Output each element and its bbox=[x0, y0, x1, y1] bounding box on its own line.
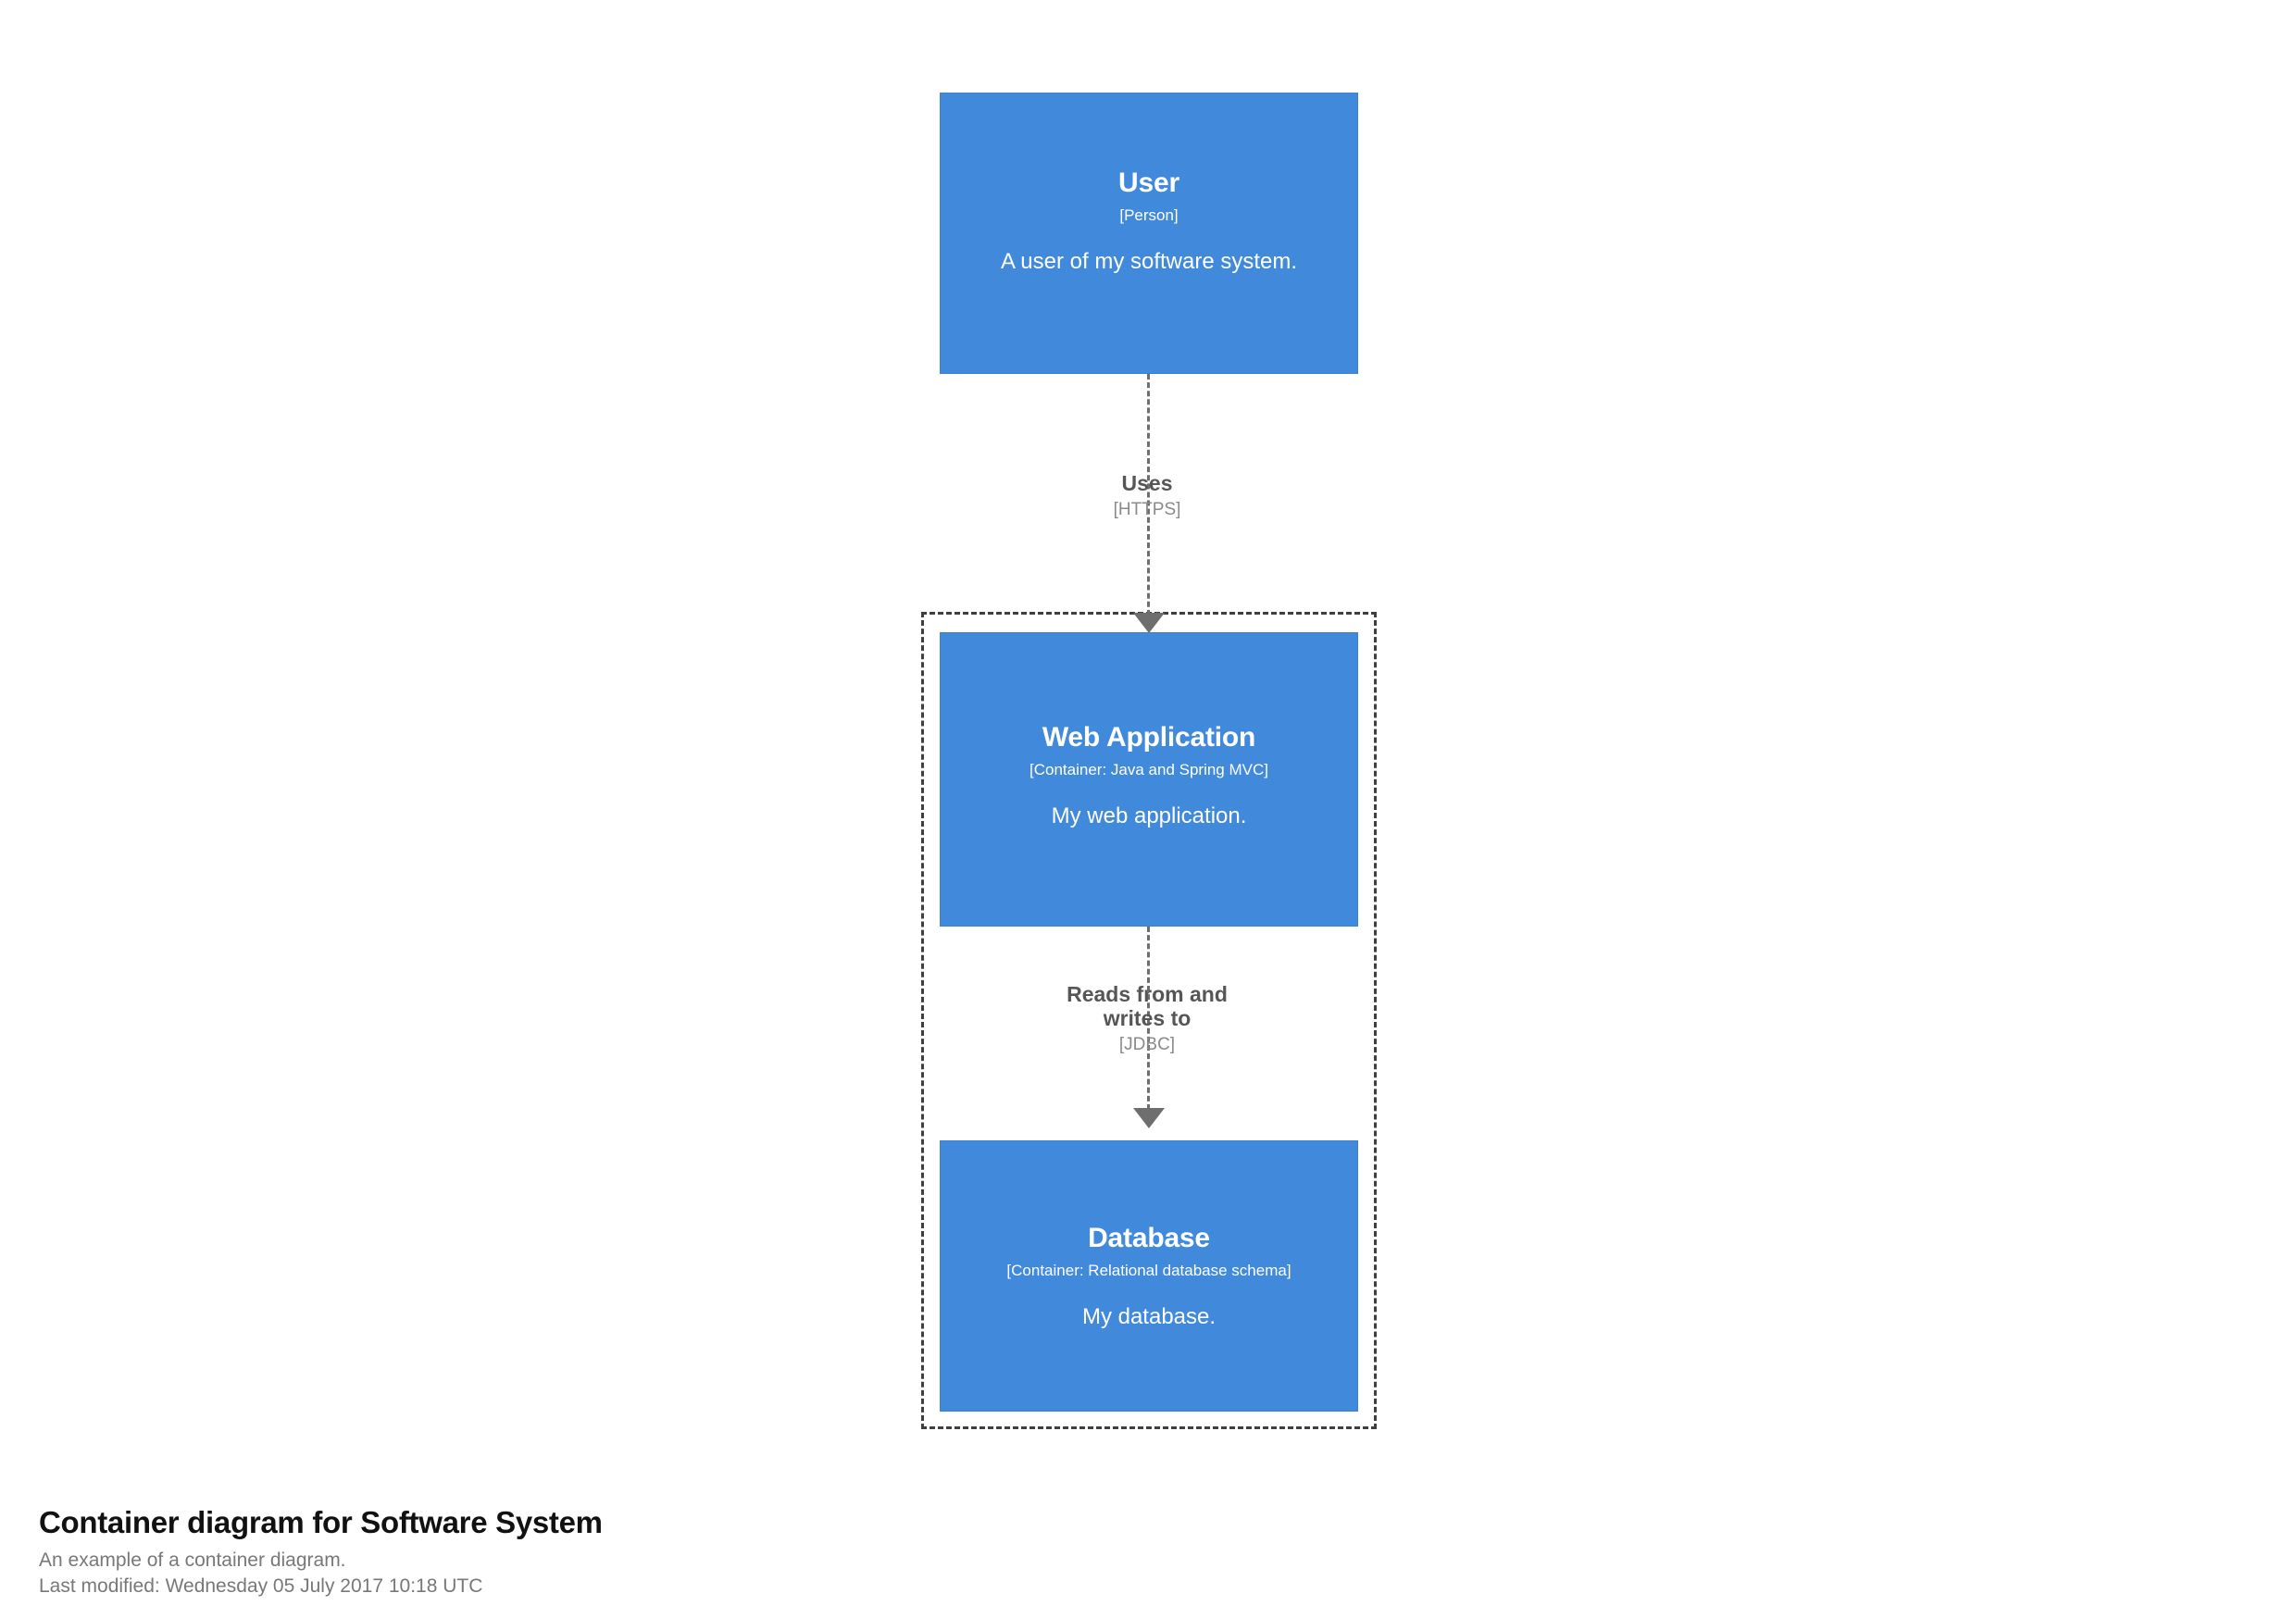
relationship-reads-writes-label: Reads from and writes to [JDBC] bbox=[962, 982, 1332, 1054]
diagram-last-modified: Last modified: Wednesday 05 July 2017 10… bbox=[39, 1574, 483, 1597]
diagram-caption: Container diagram for Software System An… bbox=[39, 1505, 1335, 1599]
element-user-technology: [Person] bbox=[1119, 206, 1179, 224]
element-web-application[interactable]: Web Application [Container: Java and Spr… bbox=[940, 632, 1358, 927]
element-database-name: Database bbox=[1088, 1223, 1210, 1253]
element-web-application-description: My web application. bbox=[1051, 803, 1247, 828]
diagram-title: Container diagram for Software System bbox=[39, 1505, 603, 1539]
relationship-reads-writes-technology: [JDBC] bbox=[1118, 1034, 1176, 1054]
element-database-technology: [Container: Relational database schema] bbox=[1006, 1262, 1292, 1279]
relationship-reads-writes-arrowhead-icon bbox=[1133, 1108, 1165, 1128]
element-user-name: User bbox=[1118, 168, 1179, 198]
element-web-application-technology: [Container: Java and Spring MVC] bbox=[1029, 761, 1268, 778]
relationship-reads-writes-description: Reads from and writes to bbox=[1067, 982, 1228, 1030]
relationship-uses-technology: [HTTPS] bbox=[1113, 499, 1181, 519]
relationship-uses-label: Uses [HTTPS] bbox=[962, 471, 1332, 520]
diagram-subtitle: An example of a container diagram. bbox=[39, 1549, 346, 1571]
relationship-uses-description: Uses bbox=[1121, 471, 1173, 495]
relationship-uses-arrowhead-icon bbox=[1133, 613, 1165, 633]
element-user-description: A user of my software system. bbox=[1000, 248, 1298, 274]
element-database-description: My database. bbox=[1081, 1303, 1217, 1329]
relationship-uses-line bbox=[1147, 374, 1150, 624]
element-user[interactable]: User [Person] A user of my software syst… bbox=[940, 93, 1358, 374]
relationship-reads-writes-line bbox=[1147, 927, 1150, 1110]
element-web-application-name: Web Application bbox=[1042, 722, 1256, 753]
element-database[interactable]: Database [Container: Relational database… bbox=[940, 1140, 1358, 1412]
